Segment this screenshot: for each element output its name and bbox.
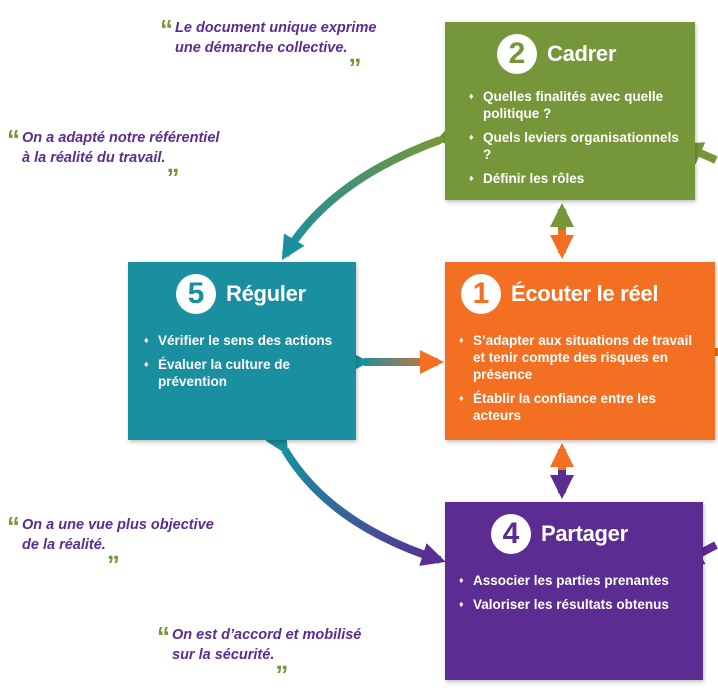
step-box-ecouter: 1 Écouter le réel S’adapter aux situatio… xyxy=(445,262,715,440)
bullet-list: Associer les parties prenantes Valoriser… xyxy=(459,572,693,613)
step-box-reguler: 5 Réguler Vérifier le sens des actions É… xyxy=(128,262,356,440)
quote-line: Le document unique exprime xyxy=(175,20,377,36)
open-quote-icon: “ xyxy=(157,621,170,651)
quote-line: une démarche collective. xyxy=(175,40,348,56)
bullet-item: Quels leviers organisationnels ? xyxy=(469,129,685,163)
step-box-cadrer: 2 Cadrer Quelles finalités avec quelle p… xyxy=(445,22,695,200)
testimonial-quote: “ On est d’accord et mobilisé sur la séc… xyxy=(157,623,362,675)
bullet-list: Quelles finalités avec quelle politique … xyxy=(469,88,685,187)
bullet-list: Vérifier le sens des actions Évaluer la … xyxy=(144,332,346,390)
step-number-badge: 2 xyxy=(497,34,537,74)
arrow-cadrer-to-reguler xyxy=(281,122,462,261)
bullet-list: S’adapter aux situations de travail et t… xyxy=(459,332,705,424)
bullet-item: S’adapter aux situations de travail et t… xyxy=(459,332,705,383)
quote-line: sur la sécurité. xyxy=(172,647,275,663)
bullet-item: Associer les parties prenantes xyxy=(459,572,693,589)
box-title: Écouter le réel xyxy=(511,281,659,306)
close-quote-icon: „ xyxy=(166,148,180,178)
box-title: Réguler xyxy=(226,281,306,306)
quote-line: On a adapté notre référentiel xyxy=(22,130,220,146)
bullet-item: Évaluer la culture de prévention xyxy=(144,356,346,390)
quote-line: de la réalité. xyxy=(22,537,106,553)
bullet-item: Définir les rôles xyxy=(469,170,685,187)
testimonial-quote: “ Le document unique exprime une démarch… xyxy=(160,16,377,68)
quote-line: On a une vue plus objective xyxy=(22,517,214,533)
open-quote-icon: “ xyxy=(7,511,20,541)
bullet-item: Vérifier le sens des actions xyxy=(144,332,346,349)
testimonial-quote: “ On a adapté notre référentiel à la réa… xyxy=(7,126,220,178)
bullet-item: Quelles finalités avec quelle politique … xyxy=(469,88,685,122)
close-quote-icon: „ xyxy=(275,645,289,675)
step-number-badge: 4 xyxy=(491,514,531,554)
step-box-partager: 4 Partager Associer les parties prenante… xyxy=(445,502,703,680)
box-header: 4 Partager xyxy=(491,514,703,554)
arrow-reguler-to-partager xyxy=(265,428,446,566)
open-quote-icon: “ xyxy=(160,14,173,44)
testimonial-quote: “ On a une vue plus objective de la réal… xyxy=(7,513,214,565)
box-header: 1 Écouter le réel xyxy=(461,274,715,314)
step-number-badge: 1 xyxy=(461,274,501,314)
bullet-item: Valoriser les résultats obtenus xyxy=(459,596,693,613)
bullet-item: Établir la confiance entre les acteurs xyxy=(459,390,705,424)
box-header: 5 Réguler xyxy=(176,274,356,314)
close-quote-icon: „ xyxy=(348,38,362,68)
open-quote-icon: “ xyxy=(7,124,20,154)
step-number-badge: 5 xyxy=(176,274,216,314)
close-quote-icon: „ xyxy=(106,535,120,565)
box-title: Partager xyxy=(541,521,628,546)
box-title: Cadrer xyxy=(547,41,617,66)
quote-line: On est d’accord et mobilisé xyxy=(172,627,362,643)
quote-line: à la réalité du travail. xyxy=(22,150,166,166)
box-header: 2 Cadrer xyxy=(497,34,695,74)
